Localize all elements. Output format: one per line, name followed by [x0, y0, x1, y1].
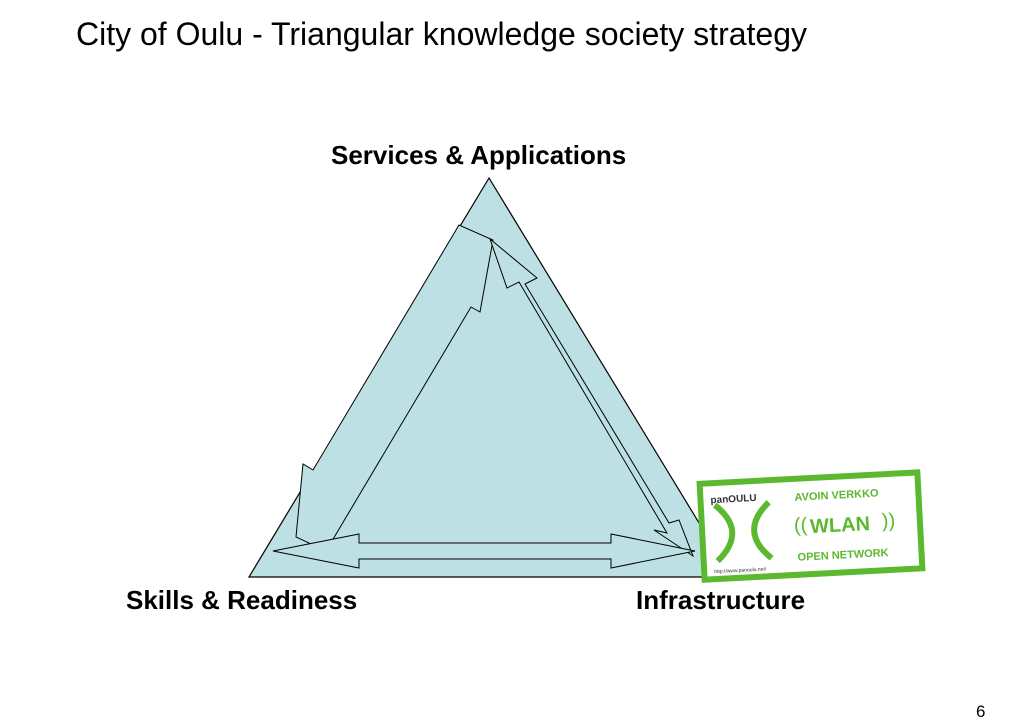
wlan-wave-left-icon: (( — [793, 514, 808, 537]
label-skills-readiness: Skills & Readiness — [126, 585, 358, 615]
sticker-brand: panOULU — [710, 493, 757, 506]
panoulu-logo-icon — [712, 500, 774, 564]
sticker-line1: AVOIN VERKKO — [794, 487, 879, 503]
label-infrastructure: Infrastructure — [636, 585, 806, 615]
sticker-line3: OPEN NETWORK — [797, 547, 889, 564]
sticker-line2: WLAN — [809, 513, 870, 538]
double-arrow-left — [295, 224, 494, 552]
wlan-wave-right-icon: )) — [881, 510, 895, 533]
double-arrow-right — [488, 237, 695, 558]
double-arrow-bottom — [272, 533, 696, 569]
page-number: 6 — [976, 702, 986, 721]
label-services-applications: Services & Applications — [331, 140, 627, 170]
panoulu-wlan-sticker: panOULU AVOIN VERKKO (( WLAN )) OPEN NET… — [696, 469, 926, 583]
slide-title: City of Oulu - Triangular knowledge soci… — [76, 16, 807, 52]
sticker-url: http://www.panoulu.net/ — [714, 566, 767, 575]
